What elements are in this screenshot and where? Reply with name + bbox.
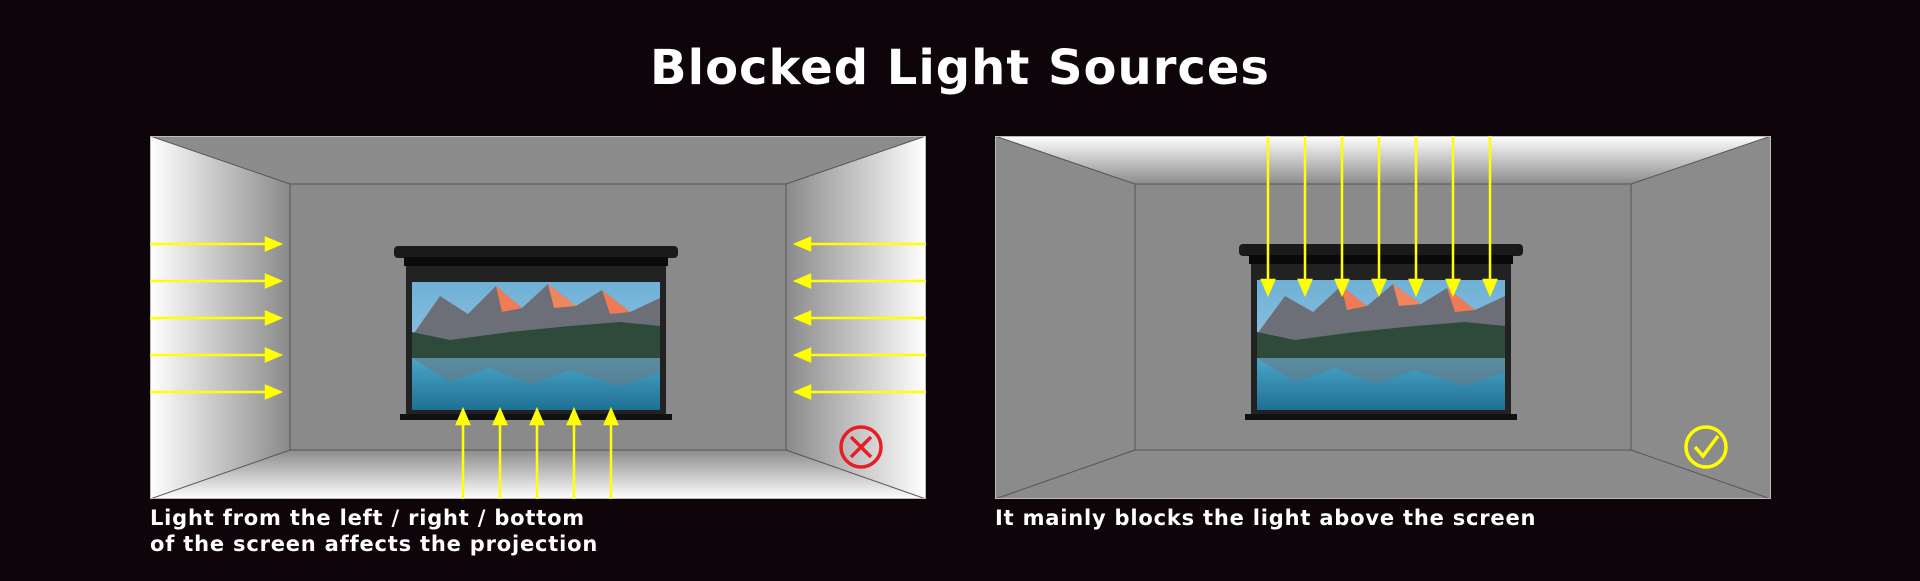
projector-screen: [394, 246, 678, 420]
check-circle-icon: [1684, 425, 1728, 469]
bottom-light-arrows: [455, 406, 619, 499]
top-light-arrows: [1260, 136, 1498, 298]
x-circle-icon: [839, 425, 883, 469]
caption-line: of the screen affects the projection: [150, 532, 599, 556]
left-light-arrows: [150, 236, 284, 400]
caption-side-light: Light from the left / right / bottom of …: [150, 505, 598, 557]
room-diagram-side-light: [150, 136, 926, 499]
page-title: Blocked Light Sources: [650, 40, 1270, 96]
caption-line: Light from the left / right / bottom: [150, 506, 585, 530]
projector-screen: [1239, 244, 1523, 420]
caption-line: It mainly blocks the light above the scr…: [995, 506, 1537, 530]
right-light-arrows: [792, 236, 926, 400]
room-diagram-top-light: [995, 136, 1771, 499]
caption-top-light: It mainly blocks the light above the scr…: [995, 505, 1536, 531]
